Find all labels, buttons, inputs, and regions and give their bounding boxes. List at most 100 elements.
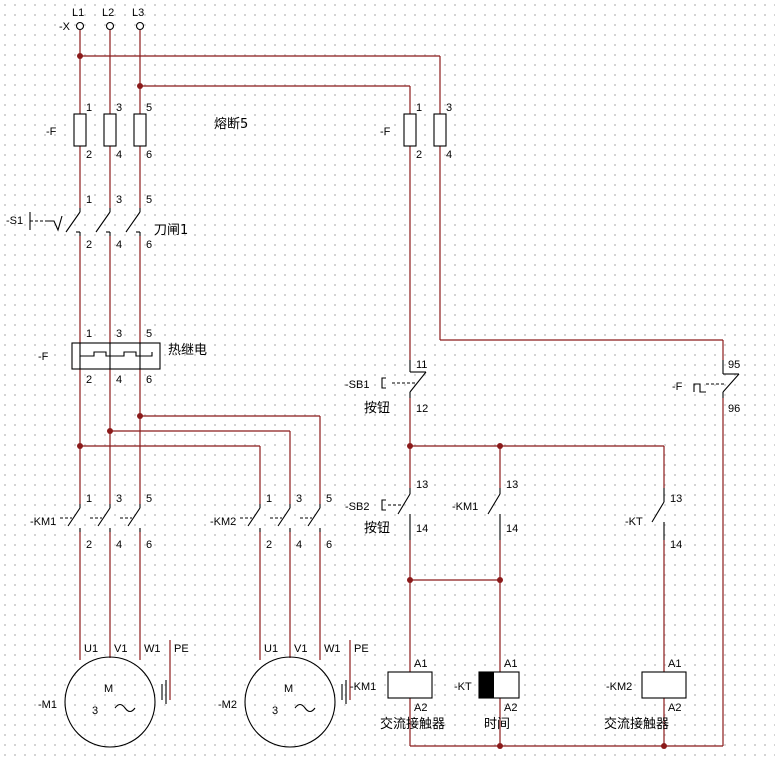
terminal-num: 3 — [116, 102, 122, 114]
terminal-num: 5 — [146, 493, 152, 505]
terminal-num: 6 — [146, 374, 152, 386]
terminal-num: W1 — [324, 643, 341, 655]
thermal-relay[interactable]: -F 1 3 5 2 4 6 热继电 — [38, 328, 207, 386]
terminal-num: 4 — [116, 239, 122, 251]
terminal-num: V1 — [294, 643, 307, 655]
motor-phases: 3 — [92, 705, 98, 717]
coil-km1[interactable]: A1 A2 交流接触器 — [380, 658, 445, 732]
terminal-num: 4 — [116, 149, 122, 161]
terminal-num: 5 — [146, 328, 152, 340]
fuse-f1[interactable] — [73, 113, 87, 147]
terminal-l1[interactable] — [75, 21, 85, 31]
terminal-num: 14 — [670, 539, 682, 551]
control-wiring — [407, 146, 724, 749]
terminal-num: 11 — [416, 359, 427, 371]
terminal-num: 13 — [506, 479, 518, 491]
terminal-num: 14 — [506, 523, 518, 535]
terminal-num: A2 — [504, 702, 517, 714]
button-sb1[interactable]: -SB1 11 12 按钮 — [345, 359, 428, 416]
motor-m2-side-tag: -KM1 — [350, 681, 376, 693]
motor-symbol: M — [104, 683, 113, 695]
terminal-num: 13 — [670, 493, 682, 505]
terminal-num: 1 — [266, 493, 272, 505]
contactor-km2-main[interactable]: -KM2 1 3 5 2 4 6 — [210, 493, 332, 551]
kt-contact-tag: -KT — [625, 516, 643, 528]
fuse-f3[interactable] — [133, 113, 147, 147]
terminal-num: 3 — [116, 194, 122, 206]
fuse-ctrl-2[interactable] — [433, 113, 447, 147]
motor-symbol: M — [284, 683, 293, 695]
terminal-num: A1 — [668, 658, 681, 670]
phase-l1-label: L1 — [72, 7, 84, 19]
contactor-km1-main[interactable]: -KM1 1 3 5 2 4 6 — [30, 493, 152, 551]
terminal-num: U1 — [264, 643, 278, 655]
fuse-main-tag: -F — [46, 126, 57, 138]
coil-kt-label: 时间 — [484, 717, 510, 732]
terminal-num: 5 — [326, 493, 332, 505]
kt-contact[interactable]: -KT 13 14 — [625, 488, 682, 551]
terminal-num: 96 — [728, 403, 740, 415]
terminal-num: 6 — [146, 239, 152, 251]
overload-tag: -F — [672, 381, 683, 393]
fuse-ctrl-1[interactable] — [403, 113, 417, 147]
motor-phases: 3 — [272, 705, 278, 717]
terminal-num: 95 — [728, 359, 740, 371]
terminal-num: 2 — [86, 539, 92, 551]
km1-aux-contact[interactable]: -KM1 13 14 — [452, 479, 518, 540]
sb2-label: 按钮 — [364, 521, 390, 536]
terminal-num: 2 — [416, 149, 422, 161]
terminal-num: 1 — [86, 102, 92, 114]
terminal-num: W1 — [144, 643, 161, 655]
terminal-num: PE — [174, 643, 189, 655]
terminal-num: 2 — [86, 149, 92, 161]
phase-l2-label: L2 — [102, 7, 114, 19]
coil-km2[interactable]: -KM2 A1 A2 交流接触器 — [604, 658, 687, 732]
terminal-num: 6 — [146, 539, 152, 551]
terminal-num: 4 — [446, 149, 452, 161]
terminal-num: A1 — [414, 658, 427, 670]
thermal-relay-tag: -F — [38, 351, 49, 363]
terminal-num: PE — [354, 643, 369, 655]
terminal-num: 2 — [266, 539, 272, 551]
motor-m2-tag: -M2 — [218, 699, 237, 711]
km1-aux-tag: -KM1 — [452, 501, 478, 513]
terminal-num: 3 — [116, 493, 122, 505]
terminal-num: 1 — [86, 493, 92, 505]
fuse-f2[interactable] — [103, 113, 117, 147]
phase-l3-label: L3 — [132, 7, 144, 19]
terminal-num: 4 — [116, 539, 122, 551]
supply-terminals: -X L1 L2 L3 — [59, 7, 144, 33]
terminal-num: 4 — [296, 539, 302, 551]
terminal-num: 12 — [416, 403, 428, 415]
coil-km2-label: 交流接触器 — [604, 716, 669, 732]
coil-kt[interactable]: -KT A1 A2 时间 — [454, 658, 520, 732]
terminal-num: 3 — [446, 102, 452, 114]
button-sb2[interactable]: -SB2 13 14 按钮 — [345, 479, 428, 540]
overload-contact[interactable]: -F 95 96 — [672, 359, 740, 415]
km2-tag: -KM2 — [210, 516, 236, 528]
terminal-num: U1 — [84, 643, 98, 655]
terminal-num: 1 — [86, 194, 92, 206]
switch-label: 刀闸1 — [154, 223, 188, 238]
terminal-num: A2 — [414, 702, 427, 714]
terminal-l3[interactable] — [135, 21, 145, 31]
thermal-relay-label: 热继电 — [168, 343, 207, 358]
terminal-num: 14 — [416, 523, 428, 535]
switch-tag: -S1 — [6, 215, 23, 227]
terminal-num: 1 — [416, 102, 422, 114]
terminal-num: 5 — [146, 194, 152, 206]
control-fuse: -F 1 3 2 4 — [380, 102, 452, 161]
coil-kt-tag: -KT — [454, 681, 472, 693]
main-fuse: -F 1 3 5 2 4 6 熔断5 — [46, 102, 248, 161]
terminal-num: 3 — [296, 493, 302, 505]
fuse-main-label: 熔断5 — [214, 117, 248, 132]
sb1-tag: -SB1 — [345, 379, 369, 391]
motor-m1-tag: -M1 — [38, 699, 57, 711]
motor-m2[interactable]: M 3 U1 V1 W1 PE -M2 -KM1 — [218, 643, 376, 748]
terminal-num: 13 — [416, 479, 428, 491]
terminal-num: 4 — [116, 374, 122, 386]
terminal-l2[interactable] — [105, 21, 115, 31]
terminal-num: 3 — [116, 328, 122, 340]
motor-m1[interactable]: M 3 U1 V1 W1 PE -M1 — [38, 643, 189, 748]
